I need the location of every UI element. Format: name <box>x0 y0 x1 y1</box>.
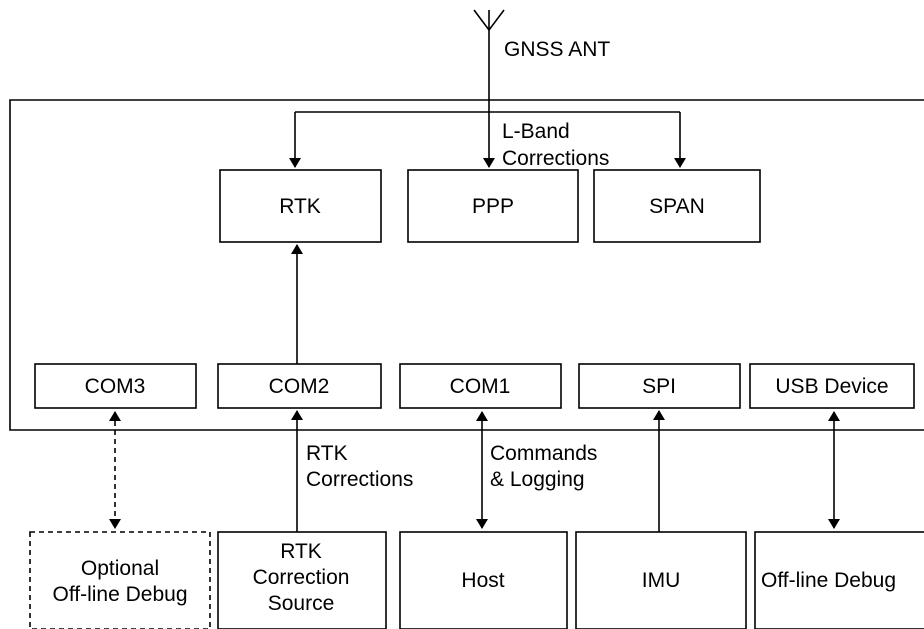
spi-port-box: SPI <box>578 363 741 409</box>
rtk-source-line3: Source <box>268 592 335 615</box>
imu-label: IMU <box>642 569 681 592</box>
usb-device-port-label: USB Device <box>775 375 888 398</box>
optional-debug-line1: Optional <box>81 557 159 580</box>
rtk-correction-source-box: RTK Correction Source <box>217 531 387 629</box>
commands-logging-label-line2: & Logging <box>490 468 585 491</box>
rtk-source-line1: RTK <box>280 540 322 563</box>
rtk-engine-label: RTK <box>279 195 321 218</box>
rtk-corrections-label-line2: Corrections <box>306 468 413 491</box>
lband-label-line1: L-Band <box>502 120 570 143</box>
host-box: Host <box>399 531 568 629</box>
usb-device-port-box: USB Device <box>749 363 915 409</box>
lband-label-line2: Corrections <box>502 147 609 170</box>
optional-offline-debug-box: Optional Off-line Debug <box>29 531 211 629</box>
antenna-label: GNSS ANT <box>504 38 610 61</box>
span-engine-label: SPAN <box>649 195 705 218</box>
com1-port-box: COM1 <box>399 363 562 409</box>
com1-port-label: COM1 <box>450 375 511 398</box>
ppp-engine-label: PPP <box>472 195 514 218</box>
com2-port-box: COM2 <box>217 363 382 409</box>
optional-debug-line2: Off-line Debug <box>52 583 187 606</box>
com3-port-box: COM3 <box>34 363 197 409</box>
rtk-corrections-label-line1: RTK <box>306 442 348 465</box>
lband-routing <box>289 100 686 168</box>
com3-port-label: COM3 <box>85 375 146 398</box>
com2-port-label: COM2 <box>269 375 330 398</box>
receiver-enclosure <box>9 99 924 431</box>
host-label: Host <box>461 569 504 592</box>
offline-debug-label: Off-line Debug <box>761 569 896 592</box>
ppp-engine-box: PPP <box>407 169 579 243</box>
imu-box: IMU <box>575 531 747 629</box>
rtk-engine-box: RTK <box>219 169 382 243</box>
rtk-source-line2: Correction <box>253 566 350 589</box>
offline-debug-box: Off-line Debug <box>754 531 924 629</box>
spi-port-label: SPI <box>642 375 676 398</box>
antenna-icon <box>473 9 505 100</box>
commands-logging-label-line1: Commands <box>490 442 597 465</box>
span-engine-box: SPAN <box>593 169 761 243</box>
